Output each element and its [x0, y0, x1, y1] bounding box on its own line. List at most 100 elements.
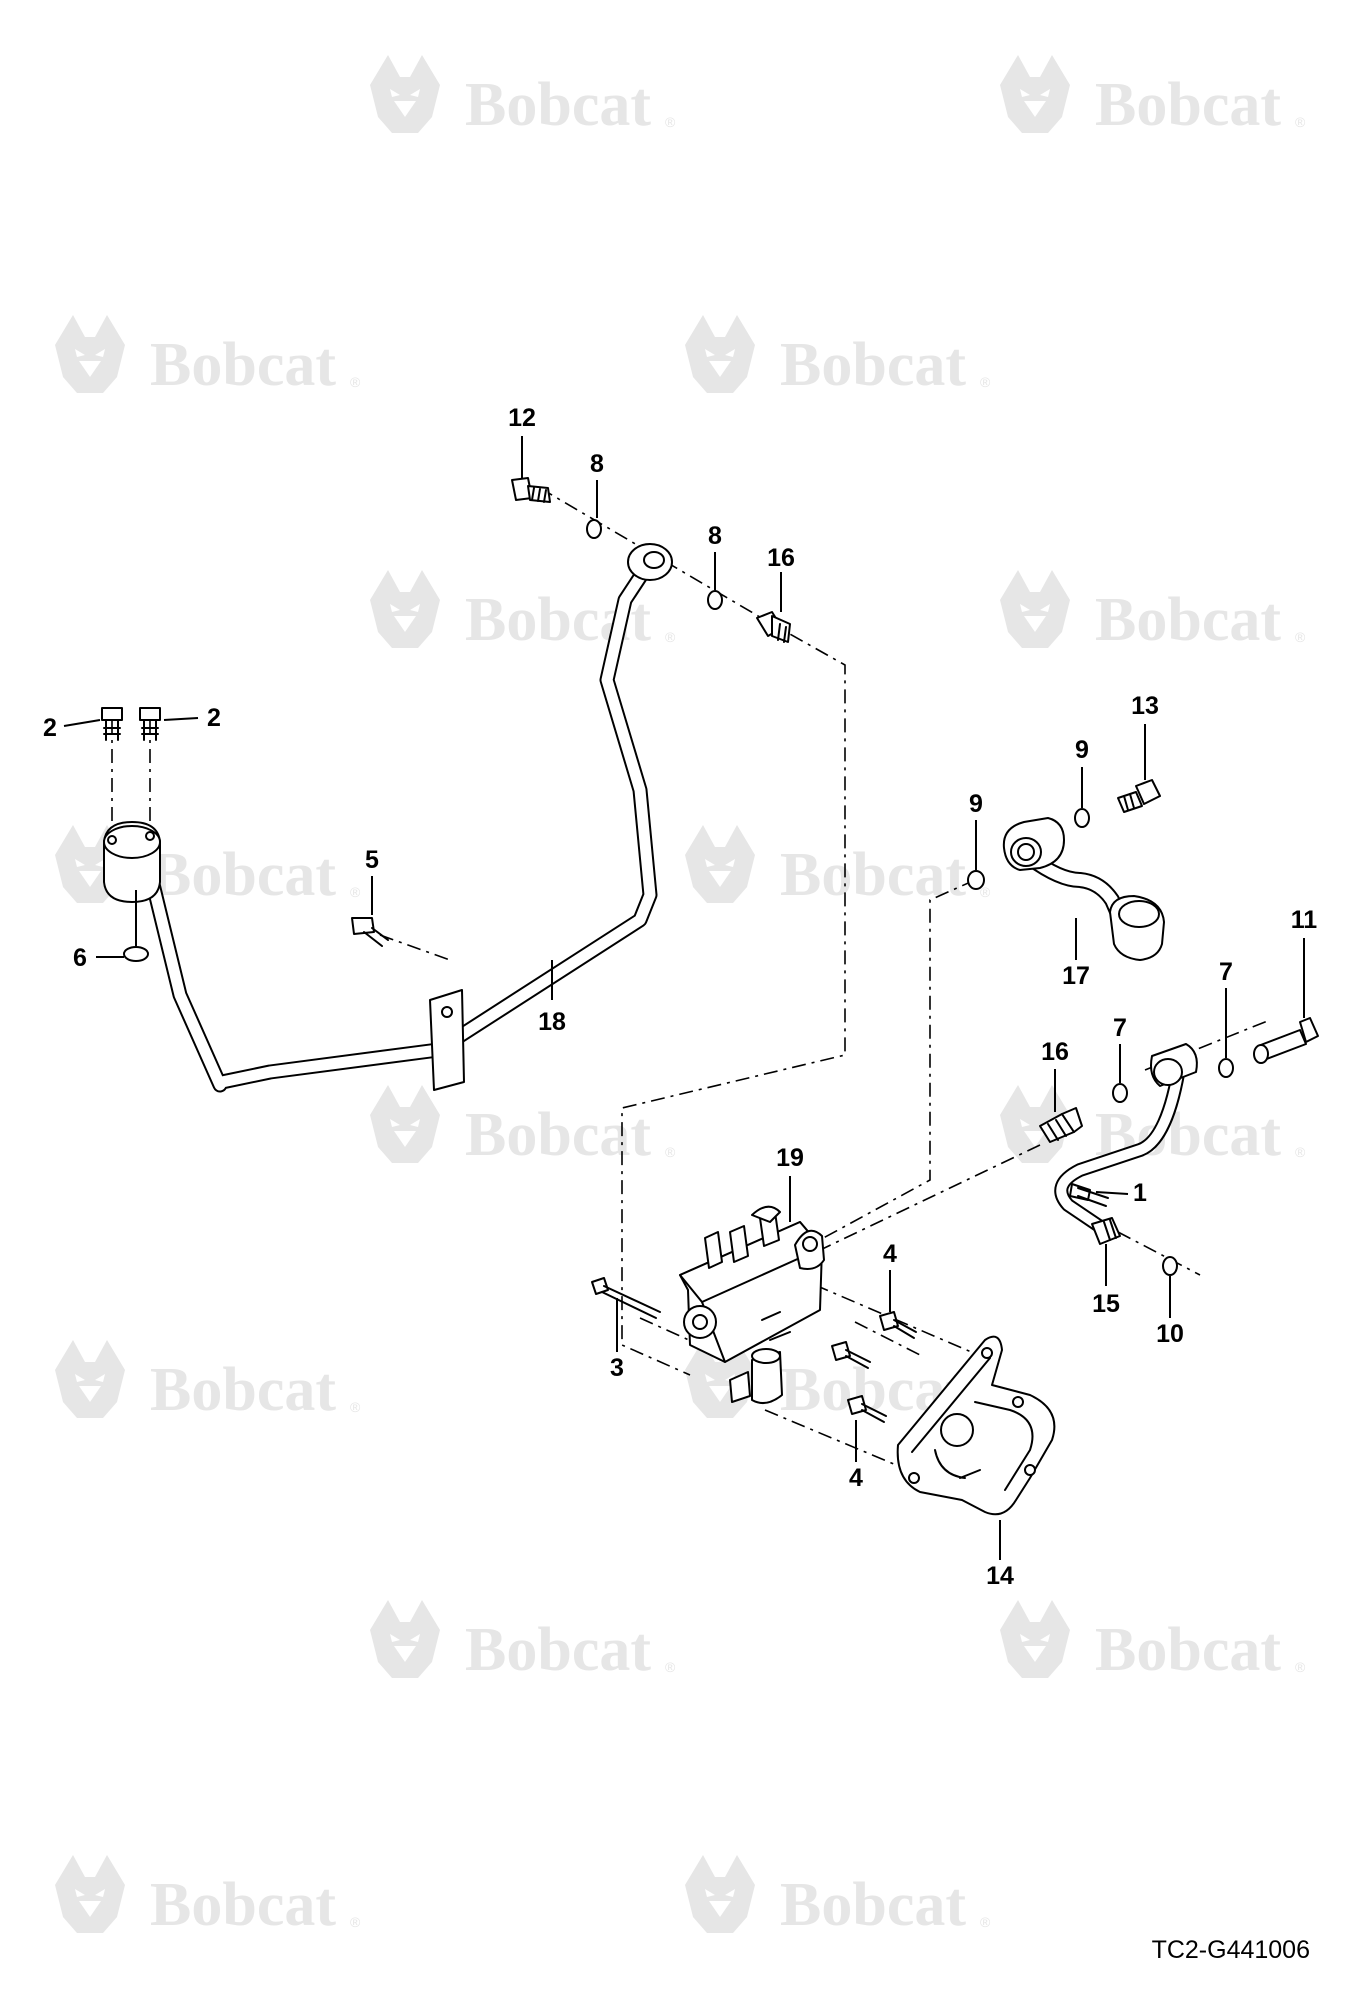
watermark: Bobcat ®: [55, 315, 361, 399]
callout-4: 4: [883, 1240, 897, 1268]
centerline-bolt-3: [639, 1317, 701, 1346]
drawing-reference-id: TC2-G441006: [1152, 1936, 1310, 1964]
watermark: Bobcat ®: [685, 825, 991, 909]
watermark: Bobcat ®: [685, 1855, 991, 1939]
watermark-registered: ®: [665, 629, 676, 645]
callout-8: 8: [590, 450, 604, 478]
leader-lines: [63, 436, 1305, 1560]
watermark-registered: ®: [1295, 629, 1306, 645]
centerline-bolts-4: [764, 1321, 921, 1476]
o-ring-7-right: [1218, 1058, 1234, 1078]
o-ring-10: [1162, 1256, 1178, 1276]
bolt-1: [1069, 1183, 1109, 1207]
watermark: Bobcat ®: [685, 315, 991, 399]
callout-8: 8: [708, 522, 722, 550]
bolt-4-3: [847, 1395, 887, 1423]
fitting-16-lower: [1039, 1107, 1083, 1143]
centerline-pipe-17: [804, 879, 976, 1249]
callout-13: 13: [1131, 692, 1159, 720]
watermark-registered: ®: [1295, 1659, 1306, 1675]
watermark-text: Bobcat: [1095, 71, 1281, 139]
centerline-plate-bolts: [814, 1284, 991, 1361]
callout-7: 7: [1219, 958, 1233, 986]
o-ring-6: [123, 946, 149, 962]
control-valve-19: [679, 1205, 825, 1405]
watermark-registered: ®: [665, 114, 676, 130]
o-ring-9-left: [967, 870, 985, 890]
watermark-registered: ®: [350, 1914, 361, 1930]
bolt-4-1: [879, 1311, 917, 1339]
pipe-17: [1002, 817, 1165, 961]
watermark: Bobcat ®: [55, 1855, 361, 1939]
callout-12: 12: [508, 404, 536, 432]
callout-16: 16: [1041, 1038, 1069, 1066]
bolt-5: [351, 917, 389, 947]
callout-9: 9: [969, 790, 983, 818]
watermark: Bobcat ®: [1000, 55, 1306, 139]
valve-outlet: [751, 1351, 783, 1405]
watermark: Bobcat ®: [370, 1085, 676, 1169]
watermark-text: Bobcat: [465, 1616, 651, 1684]
fitting-11: [1253, 1017, 1319, 1064]
leader-2b: [163, 717, 199, 721]
centerline-bolt-5: [379, 934, 451, 961]
o-ring-8-lower: [707, 590, 723, 610]
callout-4: 4: [849, 1464, 863, 1492]
leader-2a: [63, 719, 101, 727]
watermark-text: Bobcat: [780, 331, 966, 399]
watermark-registered: ®: [980, 884, 991, 900]
watermark: Bobcat ®: [1000, 1600, 1306, 1684]
watermark-registered: ®: [350, 374, 361, 390]
watermark-text: Bobcat: [780, 841, 966, 909]
watermark-text: Bobcat: [1095, 586, 1281, 654]
fitting-16-upper: [756, 611, 791, 643]
leader-1: [1095, 1191, 1129, 1195]
callout-2: 2: [43, 714, 57, 742]
callout-3: 3: [610, 1354, 624, 1382]
valve-spool-left: [704, 1231, 723, 1269]
watermark-text: Bobcat: [150, 841, 336, 909]
bolt-2-right: [139, 707, 161, 741]
bolt-2-left: [101, 707, 123, 741]
callout-9: 9: [1075, 736, 1089, 764]
fitting-12: [511, 477, 551, 503]
plate-hole-center: [940, 1413, 974, 1447]
callout-16: 16: [767, 544, 795, 572]
bolt-4-2: [831, 1341, 871, 1369]
fitting-15: [1091, 1217, 1121, 1245]
callout-labels: 12 8 8 16 2 2 6 5 18 13 9 9 17 11 7 7 16…: [43, 404, 1317, 1590]
watermark-text: Bobcat: [150, 1356, 336, 1424]
callout-18: 18: [538, 1008, 566, 1036]
watermark: Bobcat ®: [370, 1600, 676, 1684]
watermark-registered: ®: [1295, 1144, 1306, 1160]
callout-14: 14: [986, 1562, 1014, 1590]
watermark-registered: ®: [1295, 114, 1306, 130]
watermark-layer: Bobcat ® Bobcat ® Bobcat ® Bobcat ® Bobc…: [55, 55, 1306, 1939]
fitting-13: [1117, 779, 1161, 813]
callout-17: 17: [1062, 962, 1090, 990]
callout-2: 2: [207, 704, 221, 732]
watermark-registered: ®: [350, 1399, 361, 1415]
watermark-text: Bobcat: [780, 1871, 966, 1939]
watermark-registered: ®: [665, 1659, 676, 1675]
watermark: Bobcat ®: [55, 1340, 361, 1424]
watermark-text: Bobcat: [465, 71, 651, 139]
callout-5: 5: [365, 846, 379, 874]
callout-6: 6: [73, 944, 87, 972]
callout-7: 7: [1113, 1014, 1127, 1042]
watermark-text: Bobcat: [150, 331, 336, 399]
callout-11: 11: [1291, 906, 1318, 934]
watermark-registered: ®: [980, 374, 991, 390]
watermark-text: Bobcat: [465, 1101, 651, 1169]
o-ring-7-left: [1112, 1083, 1128, 1103]
callout-10: 10: [1156, 1320, 1184, 1348]
pipe-18: [103, 543, 673, 1093]
watermark-text: Bobcat: [1095, 1616, 1281, 1684]
watermark: Bobcat ®: [1000, 570, 1306, 654]
watermark-registered: ®: [665, 1144, 676, 1160]
o-ring-9-right: [1074, 808, 1090, 828]
callout-1: 1: [1133, 1179, 1147, 1207]
pipe-18-bracket: [429, 989, 465, 1091]
watermark: Bobcat ®: [55, 825, 361, 909]
